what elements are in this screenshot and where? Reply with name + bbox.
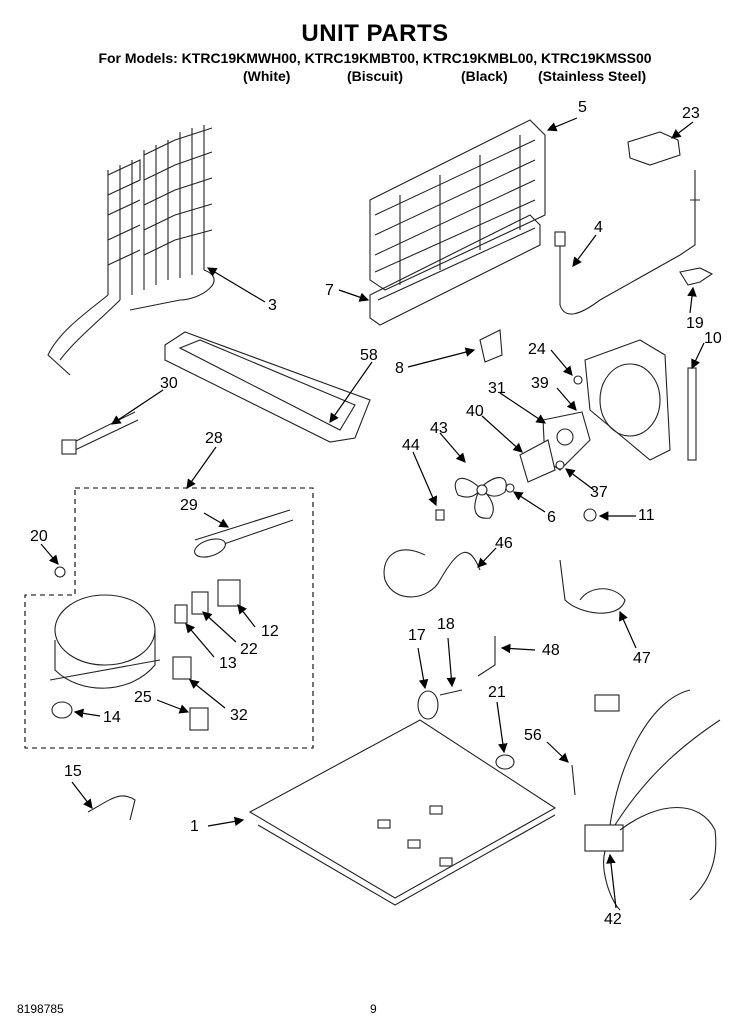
callout-24: 24 [528,341,546,358]
variant-biscuit: (Biscuit) [347,68,403,84]
callout-48: 48 [542,642,560,659]
grommet [583,508,597,522]
screw-6 [505,483,515,493]
evaporator-coil [369,119,546,326]
callout-4: 4 [594,219,603,236]
cable-tie [71,411,139,451]
bracket [479,329,503,363]
roller-pin [439,689,463,696]
callout-46: 46 [495,535,513,552]
compressor [49,594,161,689]
callout-30: 30 [160,375,178,392]
fan-clip [435,509,445,521]
callout-32: 32 [230,707,248,724]
base-plate [248,719,557,906]
page-number: 9 [370,1002,377,1016]
variant-white: (White) [243,68,291,84]
callout-29: 29 [180,497,198,514]
fan-blade [454,477,507,519]
thermistor-wire [559,170,700,315]
start-relay [217,579,241,607]
callout-58: 58 [360,347,378,364]
callout-5: 5 [578,99,587,116]
callout-14: 14 [103,709,121,726]
nut [495,754,515,770]
page-title: UNIT PARTS [301,20,449,47]
screw-37 [555,460,565,470]
doc-number: 8198785 [17,1002,64,1016]
callout-47: 47 [633,650,651,667]
tube-48 [477,636,496,677]
callout-8: 8 [395,360,404,377]
callout-13: 13 [219,655,237,672]
kit-outline [24,487,314,749]
fan-motor [519,439,556,483]
compressor-screw [54,566,66,578]
leader-lines [40,117,705,909]
callout-17: 17 [408,627,426,644]
callout-7: 7 [325,282,334,299]
callout-19: 19 [686,315,704,332]
callout-44: 44 [402,437,420,454]
wire-harness [584,689,721,911]
wire-15 [87,795,136,821]
callout-18: 18 [437,616,455,633]
callout-12: 12 [261,623,279,640]
variant-stainless: (Stainless Steel) [538,68,647,84]
callout-40: 40 [466,403,484,420]
fan-shroud-ring [599,363,661,437]
compressor-grommet [51,701,73,719]
relay-clip [174,604,188,624]
terminal-cover [189,707,209,731]
fan-shroud [584,339,671,461]
callout-37: 37 [590,484,608,501]
callout-1: 1 [190,818,199,835]
callout-43: 43 [430,420,448,437]
variant-black: (Black) [461,68,508,84]
callout-6: 6 [547,509,556,526]
sensor-cover [627,131,681,166]
drain-pan [164,331,371,443]
screw-56 [571,764,576,796]
cable-tie-head [61,439,77,455]
callout-31: 31 [488,380,506,397]
screw-24 [573,375,583,385]
insulation-strip [687,367,697,461]
callout-3: 3 [268,297,277,314]
condenser-coil [47,125,215,376]
callout-28: 28 [205,430,223,447]
clip [679,267,714,286]
callout-23: 23 [682,105,700,122]
overload [191,591,209,615]
models-line: For Models: KTRC19KMWH00, KTRC19KMBT00, … [98,50,652,66]
tube-46 [383,549,481,598]
callout-21: 21 [488,684,506,701]
callout-39: 39 [531,375,549,392]
callout-56: 56 [524,727,542,744]
thermistor-connector [554,231,566,247]
callout-15: 15 [64,763,82,780]
callout-42: 42 [604,911,622,928]
callouts: 3 5 23 4 7 19 10 8 58 30 24 31 39 40 43 … [30,99,722,928]
roller [417,690,439,720]
callout-22: 22 [240,641,258,658]
capacitor [172,656,192,680]
callout-10: 10 [704,330,722,347]
callout-25: 25 [134,689,152,706]
callout-11: 11 [638,507,655,524]
tube-47 [559,559,626,614]
callout-20: 20 [30,528,48,545]
